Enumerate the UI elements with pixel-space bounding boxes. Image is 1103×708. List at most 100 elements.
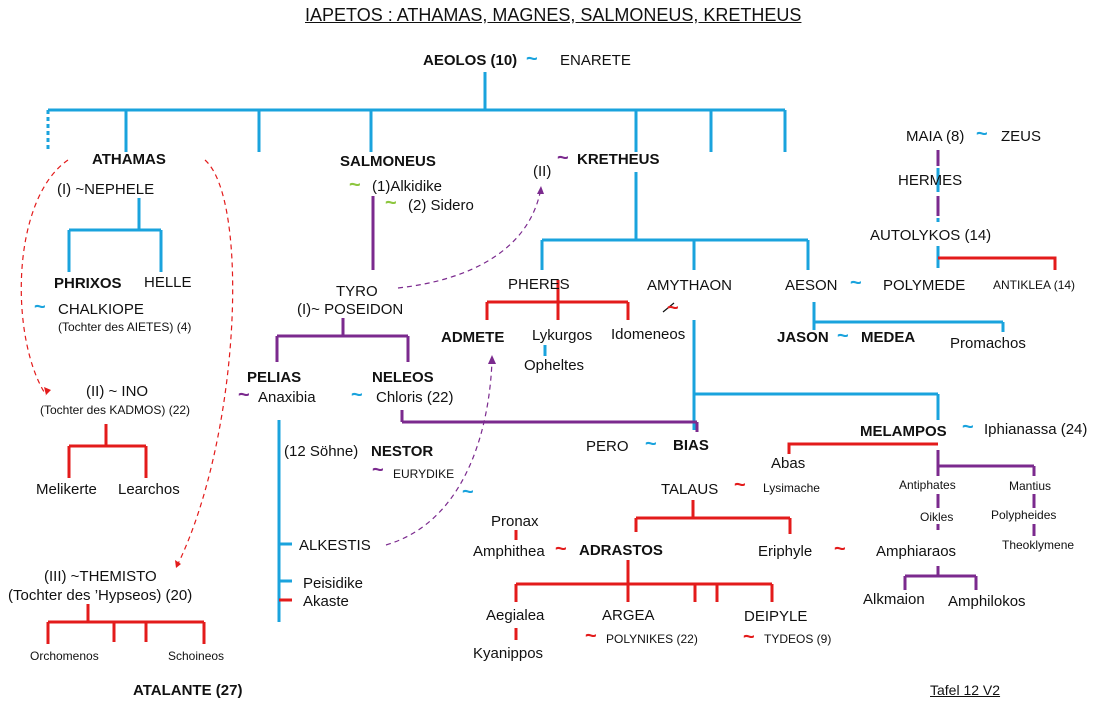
note-zwoelf-soehne: (12 Söhne): [284, 443, 359, 460]
person-theoklymene: Theoklymene: [1002, 538, 1075, 552]
person-iphianassa: Iphianassa (24): [984, 421, 1088, 438]
person-alkmaion: Alkmaion: [863, 591, 925, 608]
marriage-mark: ~: [667, 297, 679, 319]
person-eurydike: EURYDIKE: [393, 467, 455, 481]
marriage-mark: ~: [837, 325, 849, 347]
person-tyro: TYRO: [336, 283, 378, 300]
person-nestor: NESTOR: [371, 443, 434, 460]
person-chalkiope: CHALKIOPE: [58, 301, 144, 318]
person-adrastos: ADRASTOS: [579, 542, 663, 559]
marriage-mark: ~: [834, 538, 846, 560]
marriage-mark: ~: [526, 48, 538, 70]
person-promachos: Promachos: [950, 335, 1026, 352]
kretheus-number: (II): [533, 163, 552, 180]
marriage-mark: ~: [850, 272, 862, 294]
person-antiklea: ANTIKLEA (14): [993, 278, 1076, 292]
person-chloris: Chloris (22): [376, 389, 454, 406]
blue-descent-lines: [48, 72, 1005, 622]
marriage-mark: ~: [743, 626, 755, 648]
arrowheads: [44, 186, 544, 568]
person-polynikes: POLYNIKES (22): [606, 632, 698, 646]
marriage-mark: ~: [238, 384, 250, 406]
purple-descent-lines: [275, 150, 1036, 590]
person-bias: BIAS: [673, 437, 709, 454]
marriage-mark: ~: [585, 625, 597, 647]
person-tydeos: TYDEOS (9): [764, 632, 832, 646]
marriage-mark: ~: [385, 192, 397, 214]
person-zeus: ZEUS: [1001, 128, 1042, 145]
person-opheltes: Opheltes: [524, 357, 585, 374]
marriage-mark: ~: [645, 433, 657, 455]
person-neleos: NELEOS: [372, 369, 434, 386]
person-mantius: Mantius: [1009, 479, 1052, 493]
person-melampos: MELAMPOS: [860, 423, 947, 440]
person-hermes: HERMES: [898, 172, 963, 189]
person-ino: (II) ~ INO: [86, 383, 149, 400]
person-athamas: ATHAMAS: [92, 151, 166, 168]
person-idomeneos: Idomeneos: [611, 326, 686, 343]
footer-label: Tafel 12 V2: [930, 682, 1001, 698]
person-amythaon: AMYTHAON: [647, 277, 733, 294]
person-kyanippos: Kyanippos: [473, 645, 544, 662]
person-alkidike: (1)Alkidike: [372, 178, 443, 195]
person-lysimache: Lysimache: [763, 481, 820, 495]
person-antiphates: Antiphates: [899, 478, 956, 492]
person-aeolos: AEOLOS (10): [423, 52, 518, 69]
person-lykurgos: Lykurgos: [532, 327, 593, 344]
marriage-mark: ~: [557, 147, 569, 169]
note-themisto: (Tochter des ’Hypseos) (20): [8, 587, 193, 604]
person-pheres: PHERES: [508, 276, 570, 293]
person-atalante: ATALANTE (27): [133, 682, 243, 699]
marriage-mark: ~: [962, 416, 974, 438]
person-medea: MEDEA: [861, 329, 916, 346]
note-chalkiope: (Tochter des AIETES) (4): [58, 320, 192, 334]
marriage-mark: ~: [462, 481, 474, 503]
person-aeson: AESON: [785, 277, 838, 294]
person-deipyle: DEIPYLE: [744, 608, 808, 625]
person-nephele: (I) ~NEPHELE: [57, 181, 155, 198]
marriage-mark: ~: [349, 174, 361, 196]
dashed-arrows: [20, 159, 542, 569]
person-pero: PERO: [586, 438, 629, 455]
person-polymede: POLYMEDE: [883, 277, 966, 294]
person-kretheus: KRETHEUS: [577, 151, 660, 168]
person-autolykos: AUTOLYKOS (14): [870, 227, 992, 244]
person-admete: ADMETE: [441, 329, 505, 346]
person-peisidike: Peisidike: [303, 575, 364, 592]
person-jason: JASON: [777, 329, 829, 346]
person-amphilokos: Amphilokos: [948, 593, 1026, 610]
person-eriphyle: Eriphyle: [758, 543, 813, 560]
person-enarete: ENARETE: [560, 52, 631, 69]
person-maia: MAIA (8): [906, 128, 965, 145]
person-schoineos: Schoineos: [168, 649, 225, 663]
marriage-mark: ~: [351, 384, 363, 406]
person-aegialea: Aegialea: [486, 607, 545, 624]
person-poseidon: (I)~ POSEIDON: [297, 301, 404, 318]
person-akaste: Akaste: [303, 593, 349, 610]
person-helle: HELLE: [144, 274, 192, 291]
marriage-mark: ~: [555, 538, 567, 560]
red-descent-lines: [46, 256, 1057, 644]
person-anaxibia: Anaxibia: [258, 389, 316, 406]
person-pelias: PELIAS: [247, 369, 302, 386]
person-alkestis: ALKESTIS: [299, 537, 371, 554]
person-themisto: (III) ~THEMISTO: [44, 568, 157, 585]
person-phrixos: PHRIXOS: [54, 275, 122, 292]
person-melikerte: Melikerte: [36, 481, 97, 498]
person-learchos: Learchos: [118, 481, 180, 498]
note-ino: (Tochter des KADMOS) (22): [40, 403, 191, 417]
page-title: IAPETOS : ATHAMAS, MAGNES, SALMONEUS, KR…: [305, 5, 802, 25]
person-abas: Abas: [771, 455, 806, 472]
marriage-mark: ~: [34, 296, 46, 318]
marriage-mark: ~: [372, 459, 384, 481]
person-orchomenos: Orchomenos: [30, 649, 99, 663]
person-salmoneus: SALMONEUS: [340, 153, 436, 170]
person-amphiaraos: Amphiaraos: [876, 543, 957, 560]
person-sidero: (2) Sidero: [408, 197, 474, 214]
person-talaus: TALAUS: [661, 481, 719, 498]
marriage-mark: ~: [976, 123, 988, 145]
person-oikles: Oikles: [920, 510, 954, 524]
marriage-mark: ~: [734, 474, 746, 496]
person-argea: ARGEA: [602, 607, 655, 624]
